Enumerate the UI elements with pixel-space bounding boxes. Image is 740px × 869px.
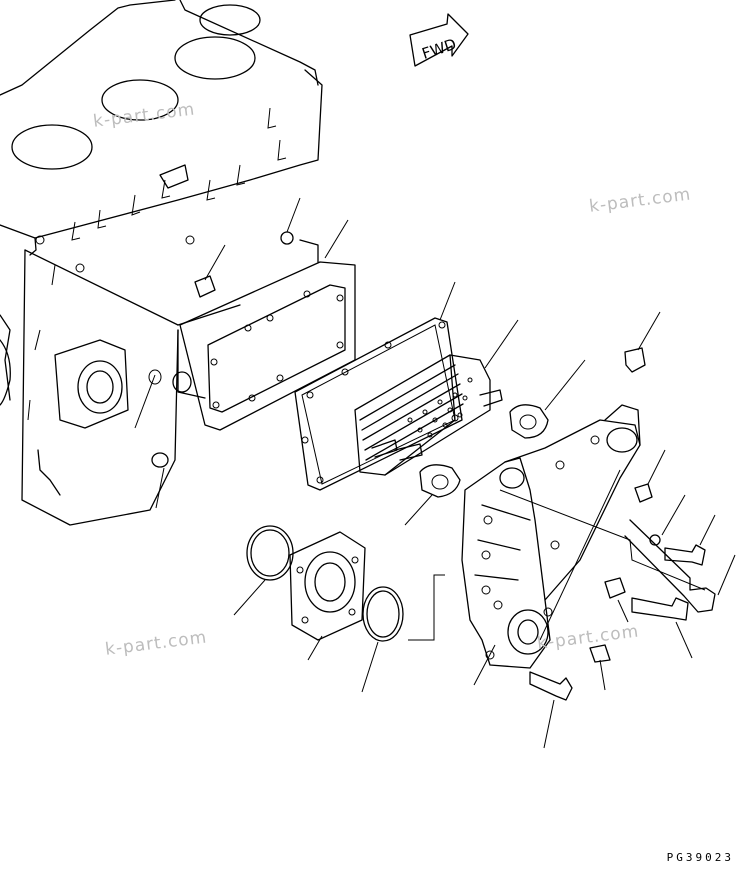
plug [624, 347, 646, 373]
o-ring-left [246, 525, 294, 581]
cooler-gasket [294, 317, 463, 491]
bolts [529, 519, 716, 701]
o-ring-small [280, 231, 294, 245]
o-ring-right [362, 586, 404, 642]
washer [151, 452, 169, 468]
forward-arrow-label: FWD [420, 35, 459, 63]
small-gasket-lower [419, 464, 461, 498]
forward-arrow: FWD [409, 13, 469, 67]
small-gasket-upper [509, 404, 549, 439]
oil-cooler-housing [461, 404, 641, 669]
oil-cooler-element [354, 354, 503, 476]
catalog-code: PG39023 [666, 851, 734, 864]
nut-right [634, 483, 653, 503]
leader-lines [134, 197, 736, 749]
oil-cooler-cover-plate [172, 239, 356, 431]
flange-cover [289, 531, 366, 641]
nut [194, 275, 216, 298]
engine-block [0, 0, 323, 526]
